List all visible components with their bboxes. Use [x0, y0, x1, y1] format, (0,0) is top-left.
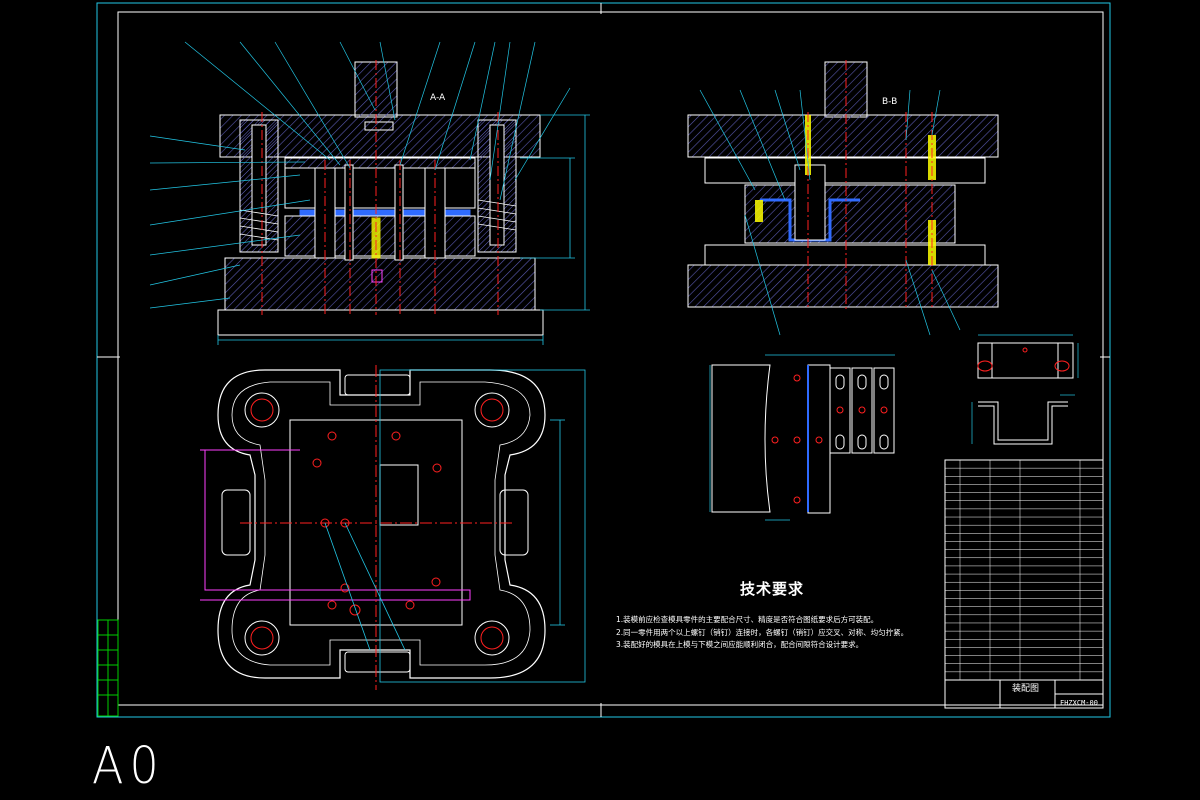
technical-requirement-1: 1.装模前应检查模具零件的主要配合尺寸、精度是否符合图纸要求后方可装配。 — [616, 615, 879, 624]
sheet-size-label: A0 — [92, 735, 165, 795]
section-a-a-label: A-A — [430, 93, 446, 103]
plan-view — [200, 365, 586, 690]
strip-layout-view — [709, 354, 895, 521]
part-detail-view — [971, 334, 1079, 445]
revision-strip — [97, 619, 119, 717]
title-block-code: FHZXCM-00 — [1060, 699, 1098, 707]
technical-requirement-2: 2.同一零件用两个以上螺钉（销钉）连接时，各螺钉（销钉）应交叉、对称、均匀拧紧。 — [616, 628, 909, 637]
section-b-b-label: B-B — [882, 97, 897, 107]
section-a-a-view: A-A — [149, 41, 590, 345]
section-b-b-view: B-B — [687, 60, 999, 336]
title-block-name: 装配图 — [1012, 682, 1039, 694]
technical-requirements-title: 技术要求 — [740, 580, 805, 598]
title-block: 装配图 FHZXCM-00 — [944, 459, 1104, 709]
technical-requirement-3: 3.装配好的模具在上模与下模之间应能顺利闭合，配合间隙符合设计要求。 — [616, 640, 864, 649]
sheet-frame — [96, 2, 1111, 718]
